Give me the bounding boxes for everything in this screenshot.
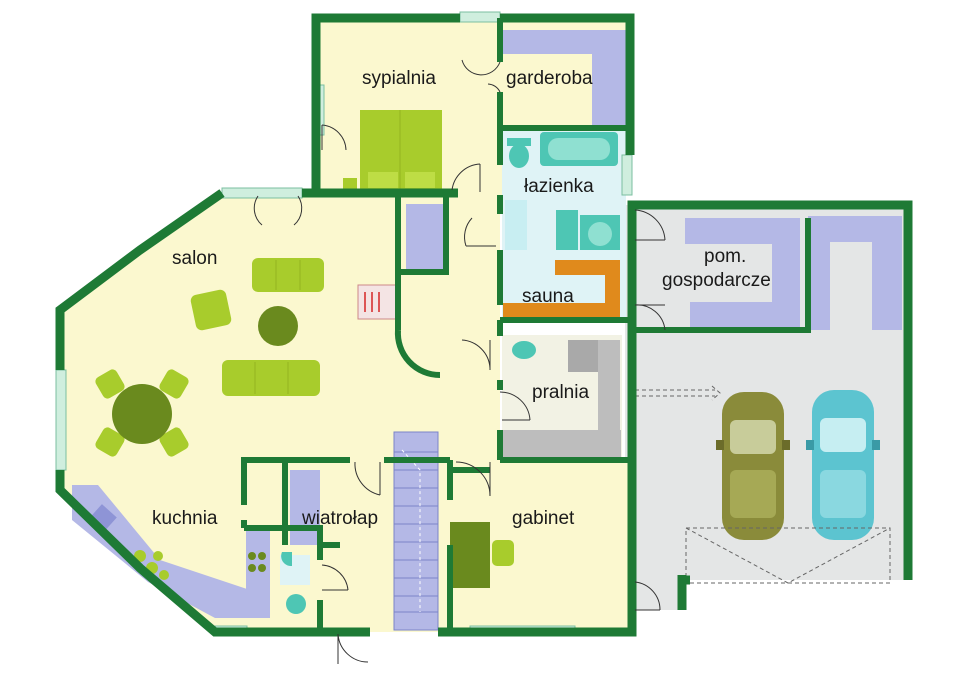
toilet-icon [507,138,531,168]
label-garderoba: garderoba [506,68,593,89]
car-icon [806,390,880,540]
shower-tray [505,200,527,250]
label-lazienka: łazienka [524,176,594,197]
sofa-icon [252,258,324,292]
label-pom-line1: pom. [704,246,746,267]
wardrobe-cabinet [503,30,628,126]
sink-icon [556,210,620,250]
desk-icon [450,522,514,588]
chair-icon [159,427,189,457]
sauna-bench [503,260,620,318]
garage-door-outline [628,385,891,584]
walls [55,13,913,637]
dining-set [95,369,189,457]
label-salon: salon [172,248,217,269]
garage-front-floor [632,575,682,610]
window [621,154,633,196]
label-sypialnia: sypialnia [362,68,436,89]
room-labels: sypialnia garderoba łazienka salon sauna… [152,68,771,529]
coffee-table [258,306,298,346]
garage-cabinets [808,216,902,330]
toilet-icon [280,552,310,614]
inner-walls [241,18,811,632]
sofa-icon [222,360,320,396]
car-icon [716,392,790,540]
utility-cabinets [685,218,800,328]
laundry-fixtures [503,340,621,458]
door-swing-icon [253,59,666,664]
stairs-icon [393,431,439,631]
chair-icon [159,369,189,399]
sink-icon [512,341,536,359]
window [221,187,303,199]
label-pralnia: pralnia [532,382,589,403]
window [55,369,67,471]
chair-icon [95,427,125,457]
label-sauna: sauna [522,286,574,307]
cabinet [406,204,444,270]
nightstand [343,178,357,190]
label-wiatrolap: wiatrołap [301,508,378,529]
bathtub-icon [540,132,618,166]
wardrobe-cabinet [290,470,320,545]
label-kuchnia: kuchnia [152,508,218,529]
chair-icon [190,289,232,331]
chair-icon [95,369,125,399]
bed-icon [360,110,442,192]
round-table-icon [112,384,172,444]
fireplace-icon [357,284,397,320]
window [459,11,501,23]
label-gabinet: gabinet [512,508,575,529]
label-pom-line2: gospodarcze [662,270,771,291]
